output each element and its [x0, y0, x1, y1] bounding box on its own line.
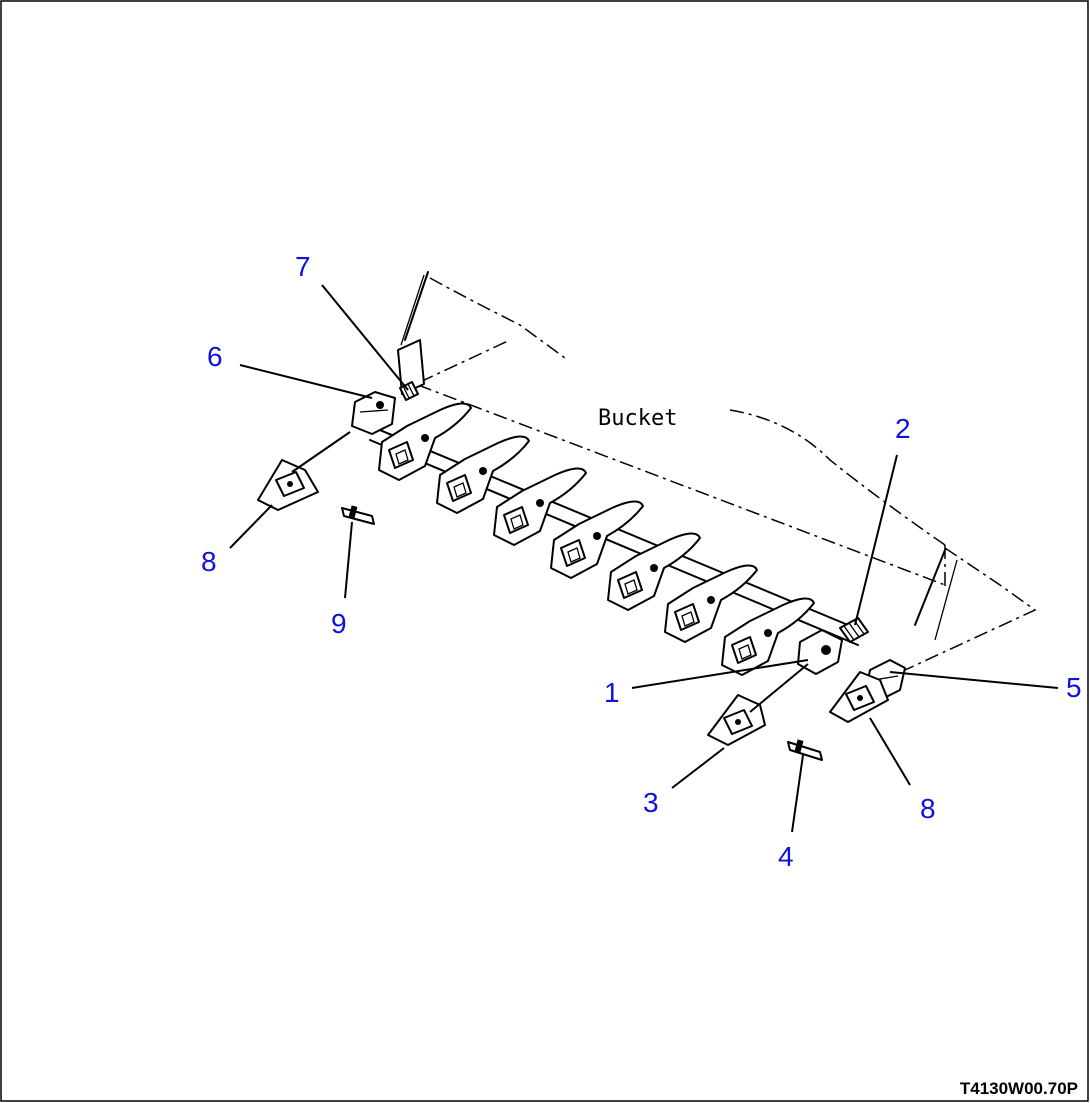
callout-2: 2 — [895, 413, 911, 444]
left-side-plate — [397, 339, 425, 395]
callout-7: 7 — [295, 251, 311, 282]
tooth — [721, 597, 815, 676]
right-adapter — [797, 617, 869, 675]
tooth-3 — [707, 694, 766, 746]
tooth — [493, 467, 587, 546]
callouts: 7 6 8 9 2 1 5 3 8 4 — [201, 251, 1082, 872]
reference-code: T4130W00.70P — [960, 1079, 1078, 1098]
callout-5: 5 — [1066, 672, 1082, 703]
tooth — [550, 500, 644, 579]
corner-tooth-left — [257, 459, 319, 511]
callout-8-right: 8 — [920, 793, 936, 824]
tooth — [378, 402, 472, 481]
callout-3: 3 — [643, 787, 659, 818]
callout-8-left: 8 — [201, 546, 217, 577]
teeth-row — [378, 402, 815, 676]
tooth — [436, 435, 530, 514]
leader-lines — [229, 284, 1059, 833]
bucket-label: Bucket — [598, 406, 677, 431]
tooth — [664, 564, 758, 643]
bucket-outline — [400, 271, 1037, 671]
left-corner-adapter — [351, 381, 419, 435]
pin-4 — [787, 739, 823, 761]
tooth — [607, 532, 701, 611]
corner-tooth-right — [829, 671, 889, 723]
callout-9: 9 — [331, 608, 347, 639]
callout-4: 4 — [778, 841, 794, 872]
pin-left — [341, 505, 375, 525]
callout-1: 1 — [604, 677, 620, 708]
callout-6: 6 — [207, 341, 223, 372]
